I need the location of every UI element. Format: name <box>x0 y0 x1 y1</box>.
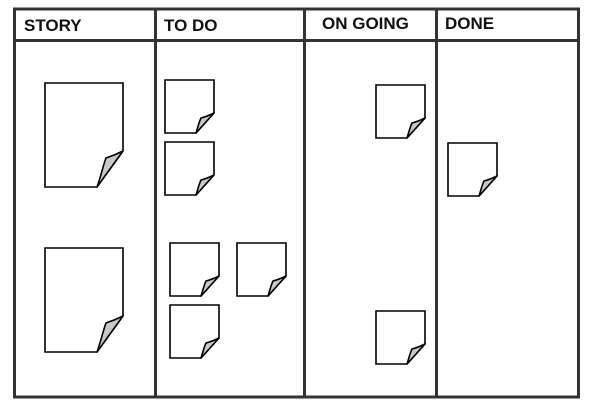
story-card-icon <box>96 315 124 353</box>
story-card-icon <box>96 150 124 188</box>
sticky-note-icon <box>406 117 426 139</box>
sticky-note-icon <box>478 175 498 197</box>
done-note-1[interactable] <box>447 142 498 197</box>
todo-note-5[interactable] <box>169 304 220 359</box>
column-header-todo: TO DO <box>164 16 218 35</box>
board-frame <box>13 7 580 399</box>
column-header-ongoing: ON GOING <box>322 14 409 33</box>
sticky-note-icon <box>267 275 287 297</box>
todo-note-2[interactable] <box>164 141 215 196</box>
column-header-story: STORY <box>24 16 82 35</box>
todo-note-1[interactable] <box>164 79 215 134</box>
ongoing-note-1[interactable] <box>375 84 426 139</box>
column-header-done: DONE <box>445 14 494 33</box>
ongoing-note-2[interactable] <box>375 310 426 365</box>
todo-note-4[interactable] <box>236 242 287 297</box>
sticky-note-icon <box>200 337 220 359</box>
sticky-note-icon <box>406 343 426 365</box>
sticky-note-icon <box>195 174 215 196</box>
story-card-1[interactable] <box>44 82 124 188</box>
sticky-note-icon <box>195 112 215 134</box>
story-card-2[interactable] <box>44 247 124 353</box>
todo-note-3[interactable] <box>169 242 220 297</box>
sticky-note-icon <box>200 275 220 297</box>
